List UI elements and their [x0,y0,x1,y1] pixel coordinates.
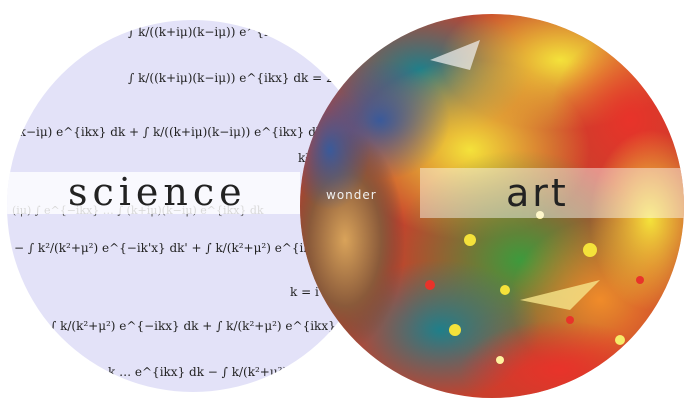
equation-line: ∫ k/(k²+μ²) e^{−ikx} dk + ∫ k/(k²+μ²) e^… [50,319,387,333]
wonder-label: wonder [326,188,377,202]
equation-line: (k−iμ) e^{ikx} dk + ∫ k/((k+iμ)(k−iμ)) e… [14,125,337,139]
equation-line: ∫ k/((k+iμ)(k−iμ)) e^{ikx} dk − [128,25,322,39]
art-label: art [506,171,569,215]
equation-line: k = i [290,285,319,299]
equation-line: k … e^{ikx} dk − ∫ k/(k²+μ²) e^{−ikx} dk… [108,365,403,379]
equation-line: ∫ k/((k+iμ)(k−iμ)) e^{ikx} dk = 2πi [128,71,345,85]
science-label: science [68,170,247,214]
equation-line: − ∫ k²/(k²+μ²) e^{−ik'x} dk' + ∫ k/(k²+μ… [14,241,344,255]
